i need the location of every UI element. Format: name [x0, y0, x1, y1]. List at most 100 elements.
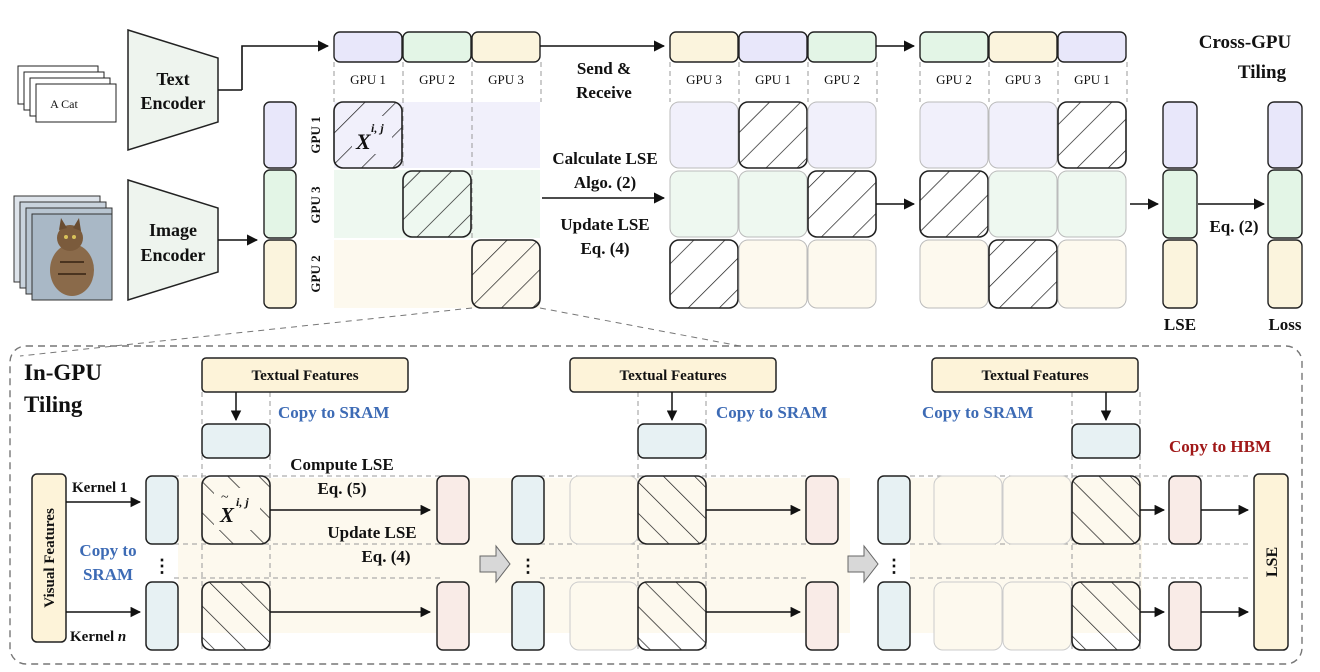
sram-visual-tile-1a: [145, 475, 179, 545]
gpu-header-group-3: GPU 2 GPU 3 GPU 1: [919, 31, 1127, 87]
header-2-col-2: GPU 1: [755, 72, 791, 87]
copy-to-sram-label-left: Copy to: [79, 541, 136, 560]
text-card-label: A Cat: [50, 97, 78, 111]
matrix-step-3: [919, 62, 1128, 309]
lse-hbm-label: LSE: [1264, 547, 1281, 577]
eq2-label: Eq. (2): [1209, 217, 1258, 236]
textual-features-box-1: [201, 357, 409, 393]
compute-tile-1b: [201, 581, 271, 651]
sram-visual-tile-1b: [145, 581, 179, 651]
visual-features-label: Visual Features: [42, 508, 58, 608]
lse-out-tile-3a: [1168, 475, 1202, 545]
lse-hbm-box: [1253, 473, 1289, 651]
in-gpu-stage-2: Textual Features Copy to SRAM ⋮: [511, 357, 850, 651]
text-encoder-label: Text: [156, 69, 189, 89]
next-stage-arrow-2: [847, 544, 879, 584]
compute-tile-2a: [637, 475, 707, 545]
row-label-gpu2: GPU 2: [308, 255, 323, 292]
diag-tile-3: [471, 239, 541, 309]
textual-features-label-3: Textual Features: [981, 368, 1088, 384]
x-ij-superscript: i, j: [371, 121, 384, 135]
next-stage-arrow-1: [479, 544, 511, 584]
lse-out-tile-3b: [1168, 581, 1202, 651]
sram-text-tile-1: [201, 423, 271, 459]
text-encoder: [127, 28, 219, 152]
lse-out-tile-1a: [436, 475, 470, 545]
cross-gpu-title: Cross-GPU: [1199, 32, 1292, 53]
compute-tile-2b: [637, 581, 707, 651]
image-encoder: [127, 178, 219, 302]
header-3-col-2: GPU 3: [1005, 72, 1041, 87]
sram-visual-tile-2a: [511, 475, 545, 545]
dots-3: ⋮: [885, 556, 903, 576]
textual-features-label-2: Textual Features: [619, 368, 726, 384]
calculate-lse-label: Calculate LSE: [552, 149, 657, 168]
image-input-stack: [13, 195, 113, 301]
matrix-step-2: [669, 62, 878, 309]
gpu-header-group-2: GPU 3 GPU 1 GPU 2: [669, 31, 877, 87]
in-gpu-frame: [9, 345, 1303, 665]
matrix-step-1: X i, j: [333, 62, 542, 309]
copy-to-sram-label-1: Copy to SRAM: [278, 403, 389, 422]
gpu-header-group-1: GPU 1 GPU 2 GPU 3: [333, 31, 541, 87]
textual-features-box-3: [931, 357, 1139, 393]
update-lse-label: Update LSE: [560, 215, 649, 234]
textual-features-box-2: [569, 357, 777, 393]
header-1-col-2: GPU 2: [419, 72, 455, 87]
compute-lse-label-line2: Eq. (5): [317, 479, 366, 498]
zoom-line-right: [539, 307, 741, 347]
dots-2: ⋮: [519, 556, 537, 576]
kernel-n-label: Kernel n: [70, 629, 126, 645]
loss-column: Loss: [1267, 101, 1303, 334]
sram-visual-tile-3b: [877, 581, 911, 651]
x-ij-label: X: [355, 129, 372, 154]
loss-label: Loss: [1268, 315, 1301, 334]
lse-out-tile-2a: [805, 475, 839, 545]
compute-lse-label: Compute LSE: [290, 455, 393, 474]
lse-column: LSE: [1162, 101, 1198, 334]
lse-out-tile-1b: [436, 581, 470, 651]
xt-ij-label: X: [219, 503, 235, 527]
cat-photo-icon: [31, 213, 113, 301]
xt-ij-superscript: i, j: [236, 495, 249, 509]
update-lse-label-line2: Eq. (4): [580, 239, 629, 258]
cross-gpu-title-line2: Tiling: [1238, 62, 1287, 83]
dots-1: ⋮: [153, 556, 171, 576]
text-input-stack: A Cat: [17, 65, 117, 123]
kernel-1-label: Kernel 1: [72, 480, 127, 496]
zoom-line-left: [19, 307, 473, 357]
sram-visual-tile-2b: [511, 581, 545, 651]
text-encoder-label-line2: Encoder: [141, 93, 206, 113]
in-gpu-title: In-GPU: [24, 360, 102, 385]
update-lse-label-bottom-line2: Eq. (4): [361, 547, 410, 566]
update-lse-label-bottom: Update LSE: [327, 523, 416, 542]
header-1-col-3: GPU 3: [488, 72, 524, 87]
in-gpu-stage-3: Textual Features Copy to SRAM ⋮ Copy to …: [877, 357, 1271, 651]
header-3-col-1: GPU 2: [936, 72, 972, 87]
gpu-row-labels: GPU 1 GPU 3 GPU 2: [308, 116, 323, 292]
image-encoder-label-line2: Encoder: [141, 245, 206, 265]
copy-to-sram-label-3: Copy to SRAM: [922, 403, 1033, 422]
sram-text-tile-3: [1071, 423, 1141, 459]
compute-tile-3a: [1071, 475, 1141, 545]
image-feature-bars: [263, 101, 297, 309]
in-gpu-title-line2: Tiling: [24, 392, 83, 417]
compute-tile-3b: [1071, 581, 1141, 651]
diag-tile-2: [402, 170, 472, 238]
textual-features-label-1: Textual Features: [251, 368, 358, 384]
header-2-col-1: GPU 3: [686, 72, 722, 87]
text-to-gpu-arrow: [241, 40, 330, 90]
xt-tilde: ~: [221, 490, 229, 505]
lse-out-tile-2b: [805, 581, 839, 651]
header-1-col-1: GPU 1: [350, 72, 386, 87]
send-receive-label: Send &: [577, 59, 631, 78]
in-gpu-section: In-GPU Tiling Visual Features Kernel 1 K…: [9, 345, 1303, 665]
image-encoder-label: Image: [149, 220, 197, 240]
sram-text-tile-2: [637, 423, 707, 459]
cross-gpu-section: Cross-GPU Tiling A Cat Text Encoder: [13, 28, 1303, 357]
lse-label: LSE: [1164, 315, 1196, 334]
copy-to-hbm-label: Copy to HBM: [1169, 437, 1271, 456]
copy-to-sram-label-left-line2: SRAM: [83, 565, 133, 584]
copy-to-sram-label-2: Copy to SRAM: [716, 403, 827, 422]
